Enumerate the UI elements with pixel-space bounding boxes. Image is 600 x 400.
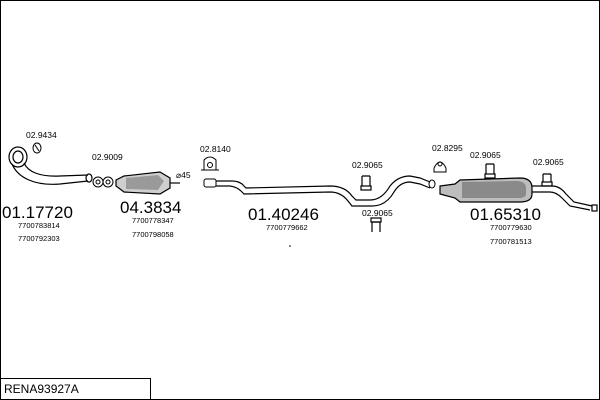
part-number: 04.3834 [120,198,181,217]
intermediate-pipe [216,175,431,207]
diagram-title: RENA93927A [4,382,79,396]
dot-mark [289,245,291,247]
accessory-label: 02.8140 [200,144,231,154]
part-ref: 7700779662 [266,223,308,232]
clamp-8295 [428,161,447,189]
part-number: 01.17720 [2,203,73,222]
clamp-8140 [201,156,219,171]
catalytic-converter [115,171,180,195]
rear-silencer [439,177,598,212]
gasket-9009 [92,176,114,188]
accessory-label: 02.9065 [352,160,383,170]
accessory-label: 02.9434 [26,130,57,140]
part-ref: 7700778347 [132,216,174,225]
clamp-9434 [32,142,42,154]
accessory-label: 02.9065 [362,208,393,218]
part-ref: 7700779630 [490,223,532,232]
part-ref: 7700798058 [132,230,174,239]
diameter-annotation: ⌀45 [176,170,191,180]
accessory-label: 02.9009 [92,152,123,162]
part-number: 01.65310 [470,205,541,224]
part-number: 01.40246 [248,205,319,224]
accessory-label: 02.9065 [470,150,501,160]
part-ref: 7700783814 [18,221,60,230]
accessory-label: 02.8295 [432,143,463,153]
hanger-rear-left [484,163,496,179]
connector-sleeve [203,178,217,188]
accessory-label: 02.9065 [533,157,564,167]
hanger-mid-lower [370,217,382,232]
part-ref: 7700781513 [490,237,532,246]
hanger-rear-right [541,173,553,187]
hanger-mid-upper [360,175,372,191]
front-pipe [8,146,93,185]
part-ref: 7700792303 [18,234,60,243]
